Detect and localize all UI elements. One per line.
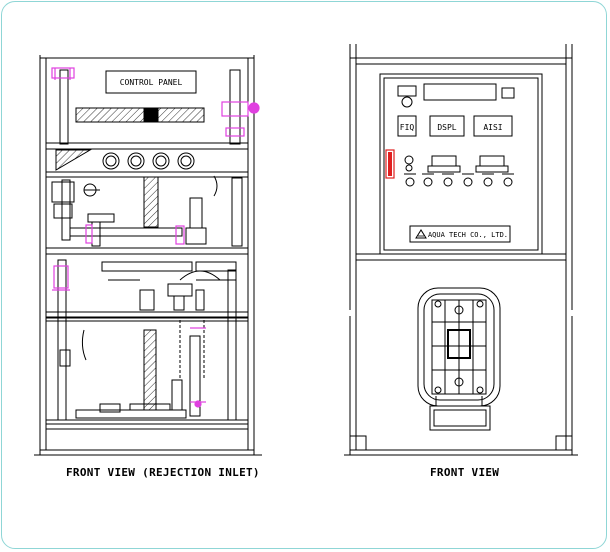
hatched-beam xyxy=(75,107,205,123)
nameplate-box xyxy=(409,225,511,243)
right-view-caption: FRONT VIEW xyxy=(430,466,500,479)
left-view-caption: FRONT VIEW (REJECTION INLET) xyxy=(66,466,260,479)
control-panel-label: CONTROL PANEL xyxy=(120,78,183,87)
dspl-display xyxy=(429,115,465,137)
fiq-meter xyxy=(397,115,417,137)
indicator-lamps xyxy=(404,155,514,187)
fiq-label: FIQ xyxy=(400,123,415,132)
membrane-module xyxy=(417,287,501,431)
company-logo xyxy=(415,229,427,239)
left-front-view xyxy=(34,55,262,456)
dspl-label: DSPL xyxy=(437,123,456,132)
aisi-label: AISI xyxy=(483,123,502,132)
aisi-display xyxy=(473,115,513,137)
nameplate-text: AQUA TECH CO., LTD. xyxy=(428,231,508,239)
flow-meter xyxy=(385,149,395,179)
display-window xyxy=(423,83,497,101)
left-view-accents xyxy=(51,67,260,408)
pressure-gauges xyxy=(102,152,195,170)
right-front-view xyxy=(344,44,578,456)
control-cabinet-door xyxy=(379,73,543,255)
control-panel-box xyxy=(105,70,197,94)
